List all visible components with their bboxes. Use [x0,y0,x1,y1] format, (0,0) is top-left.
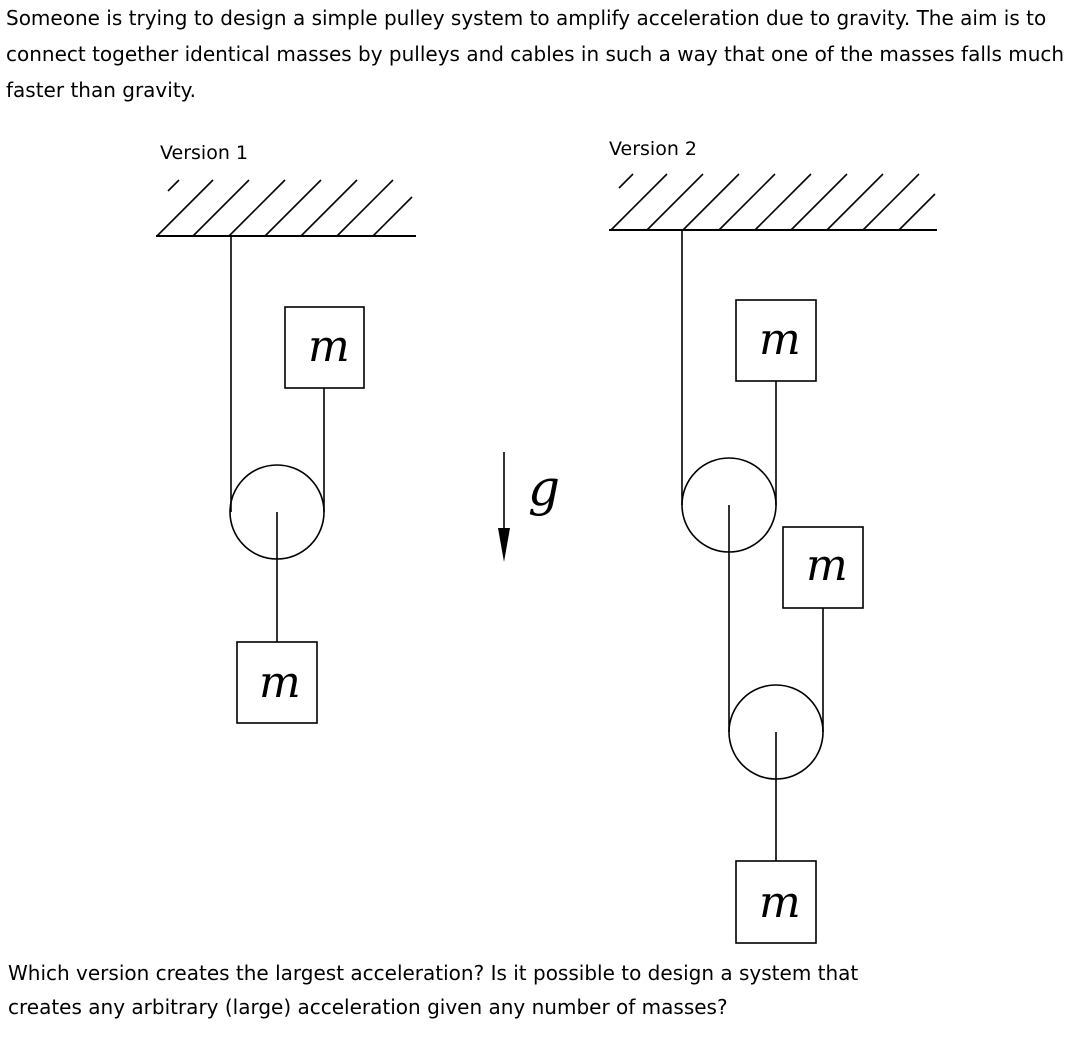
v2-mass-top [735,299,817,382]
v2-mass-top-label: m [759,314,801,365]
v1-mass-lower [236,641,318,724]
v1-mass-upper [284,306,365,389]
question-paragraph: Which version creates the largest accele… [8,961,859,1019]
v1-mass-upper-label: m [308,321,350,372]
v2-mass-middle [782,526,864,609]
version-1-diagram [156,179,416,724]
v2-mass-middle-label: m [806,540,848,591]
gravity-arrow-icon [498,452,510,562]
version-2-label: Version 2 [609,138,697,160]
gravity-label: g [528,459,560,517]
v2-ceiling-hatch [610,173,936,231]
intro-paragraph: Someone is trying to design a simple pul… [6,6,1065,102]
version-2-diagram [609,173,937,944]
v1-mass-lower-label: m [259,657,301,708]
v2-mass-bottom [735,860,817,944]
v2-mass-bottom-label: m [759,877,801,928]
v1-pulley [229,464,325,560]
v1-ceiling-hatch [156,179,413,237]
version-1-label: Version 1 [160,142,248,164]
v2-pulley-upper [681,457,777,553]
v2-pulley-lower [728,684,824,780]
